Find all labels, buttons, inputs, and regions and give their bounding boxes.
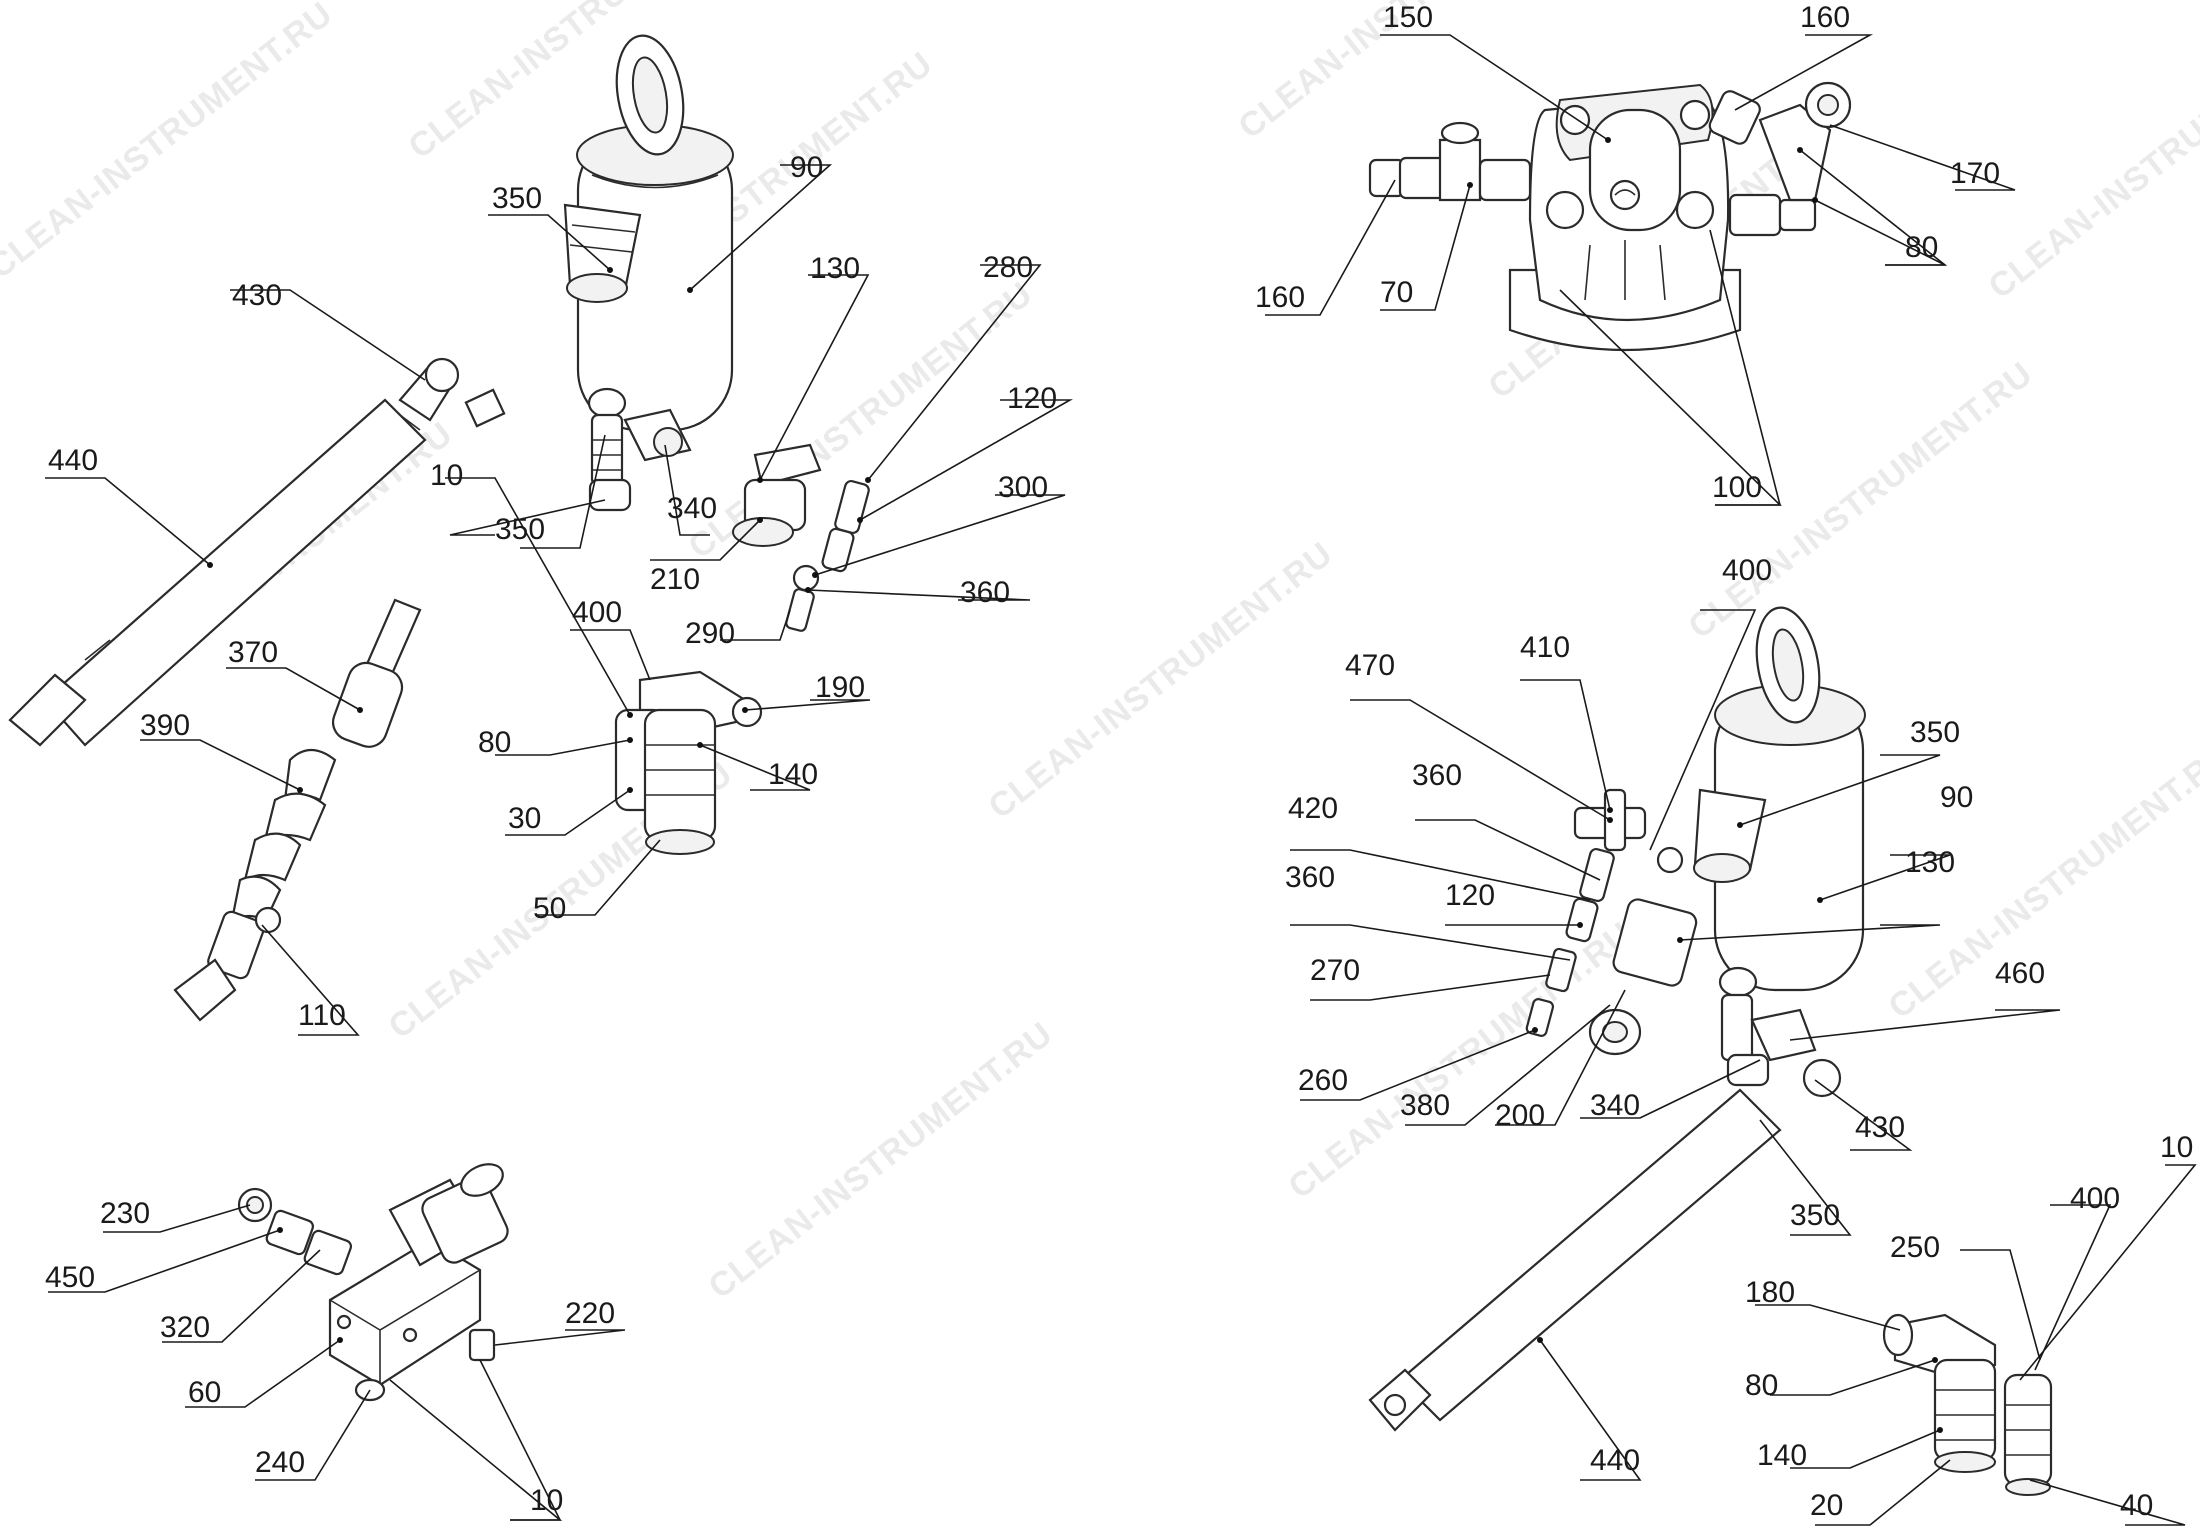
watermark: CLEAN-INSTRUMENT.RU [1982,15,2200,307]
callout-450: 450 [45,1261,95,1294]
callout-380: 380 [1400,1089,1450,1122]
pump-right-fittings [1708,81,1852,237]
callout-430: 430 [232,279,282,312]
valve-group-upper [614,670,763,855]
pump-body-100 [1508,83,1742,352]
callout-90: 90 [790,151,823,184]
rod-440-upper [8,357,506,747]
callout-110: 110 [298,999,346,1032]
callout-50: 50 [533,892,566,925]
callout-70: 70 [1380,276,1413,309]
callout-360: 360 [960,576,1010,609]
callout-370: 370 [228,636,278,669]
callout-140: 140 [768,758,818,791]
callout-170: 170 [1950,157,2000,190]
callout-160: 160 [1255,281,1305,314]
callout-230: 230 [100,1197,150,1230]
callout-190: 190 [815,671,865,704]
fitting-130-upper [732,443,822,547]
callout-360: 360 [1285,861,1335,894]
callout-130: 130 [810,252,860,285]
callout-410: 410 [1520,631,1570,664]
callout-290: 290 [685,617,735,650]
callout-180: 180 [1745,1276,1795,1309]
fitting-130-lower [1588,898,1698,1056]
callout-440: 440 [1590,1444,1640,1477]
watermark: CLEAN-INSTRUMENT.RU [702,1015,1060,1307]
callout-220: 220 [565,1297,615,1330]
fitting-10-group [587,387,692,512]
callout-120: 120 [1445,879,1495,912]
callout-400: 400 [1722,554,1772,587]
callout-150: 150 [1383,1,1433,34]
rod-440-lower [1368,1088,1782,1432]
callout-dots [207,137,1943,1433]
callout-320: 320 [160,1311,210,1344]
bottom-right-assembly [1368,606,2053,1496]
coupler-350-lower [1693,788,1767,883]
bellows-390 [173,598,422,1022]
callout-240: 240 [255,1446,305,1479]
callout-10: 10 [2160,1131,2193,1164]
cylinder-90-lower [1713,606,1866,992]
callout-90: 90 [1940,781,1973,814]
coupler-350-upper [563,203,642,303]
callout-60: 60 [188,1376,221,1409]
callout-350: 350 [1790,1199,1840,1232]
callout-340: 340 [667,492,717,525]
callout-10: 10 [530,1484,563,1517]
callout-460: 460 [1995,957,2045,990]
top-right-assembly [1368,81,1852,352]
callout-80: 80 [1905,231,1938,264]
callout-120: 120 [1007,382,1057,415]
callout-400: 400 [572,596,622,629]
pump-left-fittings [1368,121,1532,202]
callout-400: 400 [2070,1182,2120,1215]
callout-160: 160 [1800,1,1850,34]
callout-130: 130 [1905,846,1955,879]
valve-group-lower [1882,1313,2053,1496]
callout-250: 250 [1890,1231,1940,1264]
callout-10: 10 [430,459,463,492]
watermark: CLEAN-INSTRUMENT.RU [982,535,1340,827]
fitting-10-lower [1718,966,1842,1098]
callout-280: 280 [983,251,1033,284]
leader-lines [45,34,2197,1526]
callout-80: 80 [1745,1369,1778,1402]
callout-20: 20 [1810,1489,1843,1522]
callout-300: 300 [998,471,1048,504]
callout-440: 440 [48,444,98,477]
callout-140: 140 [1757,1439,1807,1472]
callout-390: 390 [140,709,190,742]
bottom-left-assembly [237,1163,509,1402]
callout-350: 350 [495,513,545,546]
callout-350: 350 [492,182,542,215]
callout-340: 340 [1590,1089,1640,1122]
solenoid-coil [388,1163,509,1267]
callout-labels: 350 90 430 440 130 280 120 300 360 290 2… [45,1,2193,1522]
callout-80: 80 [478,726,511,759]
watermark: CLEAN-INSTRUMENT.RU [0,0,340,286]
callout-260: 260 [1298,1064,1348,1097]
callout-430: 430 [1855,1111,1905,1144]
callout-40: 40 [2120,1489,2153,1522]
callout-350: 350 [1910,716,1960,749]
callout-30: 30 [508,802,541,835]
callout-270: 270 [1310,954,1360,987]
callout-210: 210 [650,563,700,596]
callout-420: 420 [1288,792,1338,825]
callout-200: 200 [1495,1099,1545,1132]
callout-470: 470 [1345,649,1395,682]
callout-100: 100 [1712,471,1762,504]
callout-360: 360 [1412,759,1462,792]
